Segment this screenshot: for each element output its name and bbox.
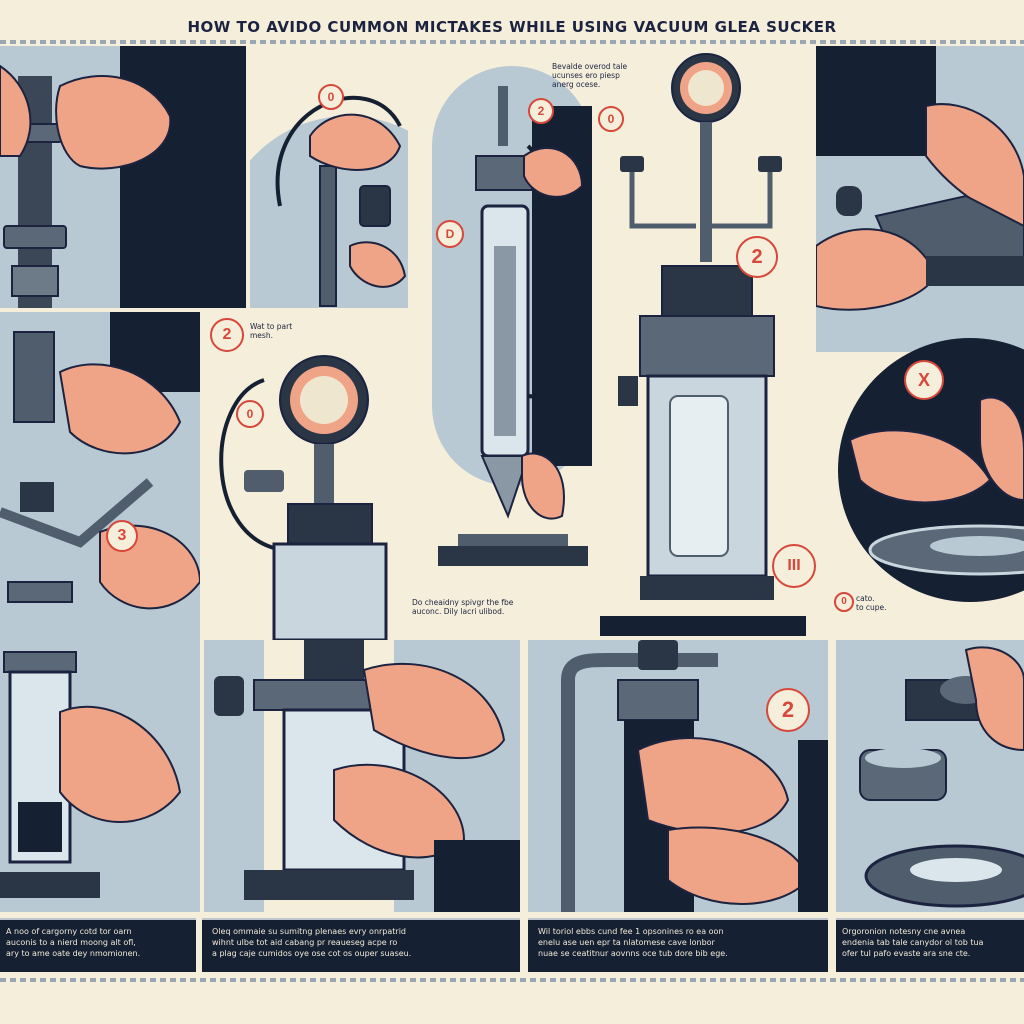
panel-top-right [816, 46, 1024, 352]
caption-left-mid: Wat to part mesh. [250, 322, 293, 340]
circle-inset-illustration [838, 338, 1024, 602]
gauge-head-illustration [219, 355, 388, 640]
step-badge-2: 2 [528, 98, 554, 124]
caption-right-mid: cato. to cupe. [856, 594, 887, 612]
gauge-tower-illustration [600, 53, 806, 636]
hose-inset-illustration [250, 95, 408, 308]
panel-gauge-head [204, 340, 404, 640]
panel-top-left-illustration [0, 46, 246, 308]
top-divider-stripe [0, 40, 1024, 44]
step-badge-9: III [772, 544, 816, 588]
step-badge-8: 3 [106, 520, 138, 552]
panel-top-right-illustration [816, 46, 1024, 311]
parts-illustration [859, 646, 1024, 908]
panel-gauge-assembly [204, 640, 520, 912]
step-badge-1: 0 [318, 84, 344, 110]
caption-center-mid: Do cheaidny spivgr the fbe auconc. Dily … [412, 598, 514, 616]
caption-top-center: Bevalde overod tale ucunses ero piesp an… [552, 62, 628, 89]
panel-parts [836, 640, 1024, 912]
poster-title: HOW TO AVIDO CUMMON MICTAKES WHILE USING… [187, 18, 837, 36]
gauge-assembly-illustration [214, 640, 520, 912]
footer-text-1: A noo of cargorny cotd tor oarn auconis … [6, 927, 141, 958]
tap-illustration [561, 640, 828, 912]
panel-center-column [412, 46, 592, 592]
panel-circle-inset [830, 330, 1024, 630]
panel-top-left [0, 46, 246, 308]
panel-left-wrench-illustration [0, 312, 200, 898]
panel-left-wrench [0, 312, 200, 912]
bottom-divider-stripe [0, 978, 1024, 982]
step-badge-6: 2 [210, 318, 244, 352]
center-column-illustration [432, 66, 592, 566]
footer-text-4: Orgoronion notesny cne avnea endenia tab… [842, 927, 984, 958]
footer-panel-3 [528, 918, 828, 972]
footer-panel-1 [0, 918, 196, 972]
step-badge-4: D [436, 220, 464, 248]
panel-gauge-tower [596, 46, 810, 636]
warning-x-badge: X [904, 360, 944, 400]
step-badge-12: 0 [834, 592, 854, 612]
step-badge-7: 0 [236, 400, 264, 428]
step-badge-5: 2 [736, 236, 778, 278]
footer-panel-4 [836, 918, 1024, 972]
step-badge-3: 0 [598, 106, 624, 132]
footer-text-3: Wil toriol ebbs cund fee 1 opsonines ro … [538, 927, 728, 958]
step-badge-10: 2 [766, 688, 810, 732]
panel-hose-inset [250, 46, 408, 308]
panel-tap [528, 640, 828, 912]
footer-panel-2 [202, 918, 520, 972]
footer-text-2: Oleq ommaie su sumitng plenaes evry onrp… [212, 927, 412, 958]
